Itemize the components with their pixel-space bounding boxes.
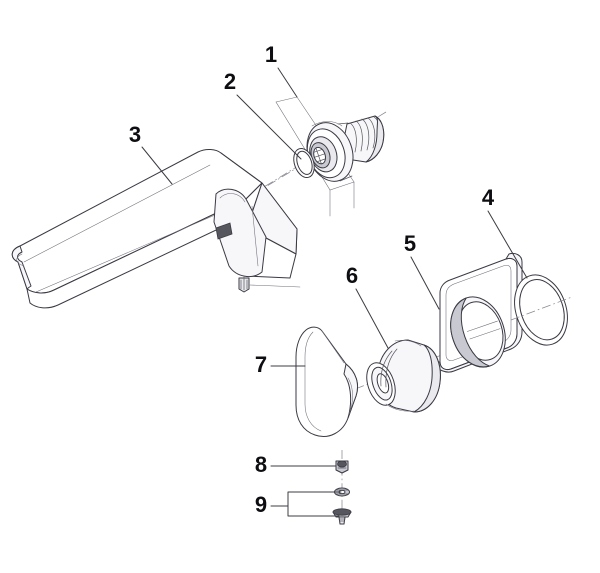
part-grub-screw-upper: [335, 460, 349, 474]
leader-3: [141, 146, 173, 185]
sleeve-top-highlight: [394, 339, 422, 347]
cartridge-o-ring-inner: [296, 150, 313, 175]
screw-set-screw: [332, 508, 352, 525]
leader-4: [487, 210, 528, 279]
part-seal-ring: [510, 274, 573, 346]
escutcheon-face-bevel: [445, 264, 512, 361]
spout-outlet-recess-inner: [251, 205, 259, 267]
lever-top-fold: [321, 330, 345, 364]
cartridge-axis: [245, 111, 387, 199]
lever-body: [295, 326, 359, 437]
sleeve-groove-lower: [385, 348, 398, 388]
callout-label-5: 5: [404, 231, 416, 256]
cartridge-envelope-sides: [329, 181, 355, 217]
sleeve-bottom-highlight: [385, 403, 415, 412]
callout-label-4: 4: [482, 185, 495, 210]
leader-6: [355, 288, 389, 349]
part-cartridge: [275, 96, 385, 217]
callout-label-8: 8: [255, 452, 267, 477]
spout-aerator-split: [224, 224, 228, 237]
cartridge-splines: [313, 147, 326, 164]
callout-leader-lines: [141, 67, 528, 517]
spout-tip-bevel: [11, 245, 32, 290]
lever-neck-shade: [347, 377, 353, 415]
grub-screw-upper-hex-socket: [337, 460, 347, 468]
washer-edges: [335, 489, 349, 495]
spout-retaining-screw: [238, 277, 250, 293]
seal-ring-inner: [519, 279, 565, 341]
callout-label-2: 2: [224, 69, 236, 94]
leader-9: [270, 491, 342, 517]
spout-screw-construction: [249, 284, 301, 288]
screw-shank-threads: [338, 518, 346, 522]
cartridge-flange-group: [306, 122, 354, 182]
leader-5: [410, 256, 440, 310]
leader-2: [236, 94, 302, 160]
escutcheon-collar-shadow: [450, 297, 491, 368]
cartridge-rim-links: [337, 122, 353, 182]
part-lever-handle: [295, 326, 359, 437]
callout-label-1: 1: [265, 42, 277, 67]
part-spout: [11, 149, 301, 309]
sleeve-far-cap: [413, 344, 441, 413]
spout-highlight-top: [23, 164, 211, 263]
leader-1: [277, 67, 298, 98]
screw-head-top: [332, 508, 352, 516]
part-escutcheon-plate: [434, 252, 523, 373]
escutcheon-collar-centerline: [466, 320, 501, 340]
seal-ring-axis: [510, 296, 573, 321]
spout-screw-threads: [240, 278, 248, 291]
sleeve-groove-upper: [380, 350, 393, 387]
screw-shank: [338, 516, 346, 525]
callout-label-9: 9: [255, 492, 267, 517]
spout-outlet-recess-edge: [219, 193, 246, 203]
spout-aerator-detail: [215, 222, 233, 240]
spout-highlight-lower: [35, 202, 244, 293]
cartridge-flange-highlight: [311, 121, 343, 127]
lever-neck: [343, 363, 359, 419]
callout-label-7: 7: [255, 352, 267, 377]
lever-inner-edge: [304, 331, 322, 432]
part-cartridge-o-ring: [293, 147, 315, 179]
spout-outlet-recess: [213, 188, 267, 278]
callout-label-3: 3: [129, 122, 141, 147]
cartridge-barrel-end: [365, 115, 385, 163]
part-handle-sleeve: [366, 339, 441, 413]
escutcheon-collar-group: [450, 296, 506, 368]
spout-tip-inner-curve: [16, 253, 25, 267]
callout-label-6: 6: [346, 263, 358, 288]
escutcheon-side-wall: [434, 252, 523, 373]
callout-numbers: 1 2 3 4 5 6 7 8 9: [129, 42, 495, 517]
